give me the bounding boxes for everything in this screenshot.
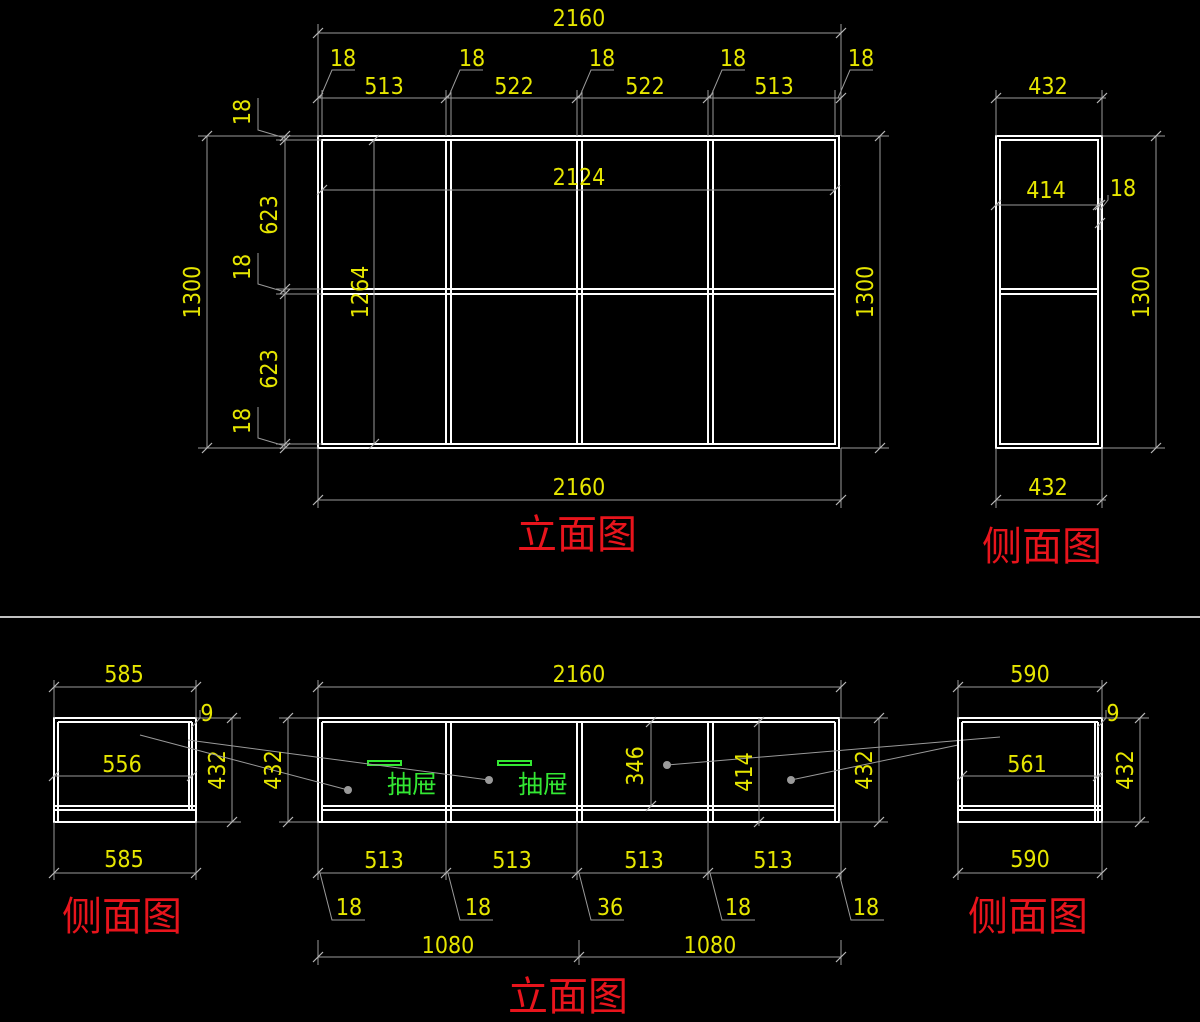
dim-overall-width-top: 2160 [553,6,606,32]
top-front-dimension-text: 2160 18 18 18 18 18 513 522 522 513 2124… [180,6,879,501]
dim-half-width: 1080 [422,933,475,959]
dim-bottom-overall-width: 2160 [553,662,606,688]
dim-right-side-back: 9 [1106,701,1119,727]
dim-left-side-inner: 556 [102,752,142,778]
dim-bay-width: 522 [625,74,665,100]
dim-bottom-panel-thickness: 18 [336,895,362,921]
drawer-note-2: 抽屉 [518,770,568,799]
dim-bottom-panel-thickness: 18 [465,895,491,921]
top-front-outline [317,135,840,449]
dim-panel-thickness: 18 [459,46,485,72]
bottom-left-side-dimension-lines [48,680,241,880]
dim-panel-thickness: 18 [589,46,615,72]
bottom-right-side-dimension-lines [952,680,1149,880]
bottom-right-side-view: 590 9 561 432 590 侧面图 [952,662,1149,940]
dim-left-side-back: 9 [200,701,213,727]
dim-board-thickness: 18 [230,99,256,125]
dim-side-board: 18 [1110,176,1136,202]
top-side-dimension-text: 432 414 18 1300 432 [1026,74,1155,501]
dim-inner-width: 2124 [553,165,606,191]
dim-bottom-bay-width: 513 [364,848,404,874]
dim-panel-thickness: 18 [330,46,356,72]
bottom-front-dimension-text: 2160 432 346 414 432 513 513 513 513 18 … [261,662,879,959]
dim-half-width: 1080 [684,933,737,959]
dim-overall-height-left: 1300 [180,266,206,319]
dim-left-side-width-bottom: 585 [104,847,144,873]
title-bottom-front-elevation: 立面图 [508,974,628,1020]
title-top-side-view: 侧面图 [982,524,1102,570]
top-side-outline [995,135,1103,449]
dim-side-height: 1300 [1129,266,1155,319]
dim-side-depth-bottom: 432 [1028,475,1068,501]
bottom-right-side-dimension-text: 590 9 561 432 590 [1007,662,1139,873]
dim-left-side-height: 432 [205,750,231,790]
dim-bottom-panel-thickness: 18 [725,895,751,921]
dim-right-side-width-top: 590 [1010,662,1050,688]
drawer-note-1: 抽屉 [387,770,437,799]
dim-overall-height-right: 1300 [853,266,879,319]
dim-bay-height: 623 [257,195,283,235]
bottom-right-side-outline [957,717,1103,823]
top-front-elevation: 2160 18 18 18 18 18 513 522 522 513 2124… [180,6,889,558]
dim-right-side-inner: 561 [1007,752,1047,778]
dim-bottom-panel-thickness: 36 [597,895,623,921]
dim-right-side-height: 432 [1113,750,1139,790]
dim-bottom-bay-width: 513 [624,848,664,874]
drawer-handle-2 [497,760,532,766]
top-front-dimension-lines [198,24,889,508]
dim-drawer-height: 346 [623,746,649,786]
top-side-dimension-lines [990,90,1165,508]
dim-bay-width: 513 [754,74,794,100]
dim-bay-width: 522 [494,74,534,100]
dim-bottom-inner-height: 414 [732,752,758,792]
dim-bottom-height-left: 432 [261,750,287,790]
drawer-notes: 抽屉 抽屉 [387,770,568,799]
bottom-front-elevation: 2160 432 346 414 432 513 513 513 513 18 … [139,662,1001,1020]
dim-bottom-height-right: 432 [852,750,878,790]
title-bottom-right-side-view: 侧面图 [968,894,1088,940]
dim-board-thickness: 18 [230,408,256,434]
dim-left-side-width-top: 585 [104,662,144,688]
bottom-left-side-view: 585 9 556 432 585 侧面图 [48,662,241,940]
title-top-front-elevation: 立面图 [517,512,637,558]
drawer-handle-1 [367,760,402,766]
bottom-left-side-outline [53,717,197,823]
leader-lines [139,734,1001,794]
dim-bay-width: 513 [364,74,404,100]
top-side-view: 432 414 18 1300 432 侧面图 [982,74,1165,570]
dim-board-thickness: 18 [230,254,256,280]
dim-panel-thickness: 18 [720,46,746,72]
dim-side-inner-depth: 414 [1026,178,1066,204]
dim-overall-width-bottom: 2160 [553,475,606,501]
dim-bay-height: 623 [257,349,283,389]
dim-side-depth-top: 432 [1028,74,1068,100]
dim-inner-height: 1264 [348,266,374,319]
dim-panel-thickness: 18 [848,46,874,72]
dim-right-side-width-bottom: 590 [1010,847,1050,873]
title-bottom-left-side-view: 侧面图 [62,894,182,940]
bottom-left-side-dimension-text: 585 9 556 432 585 [102,662,231,873]
dim-bottom-panel-thickness: 18 [853,895,879,921]
bottom-front-dimension-lines [279,680,888,965]
drawer-handles [367,760,532,766]
dim-bottom-bay-width: 513 [753,848,793,874]
dim-bottom-bay-width: 513 [492,848,532,874]
